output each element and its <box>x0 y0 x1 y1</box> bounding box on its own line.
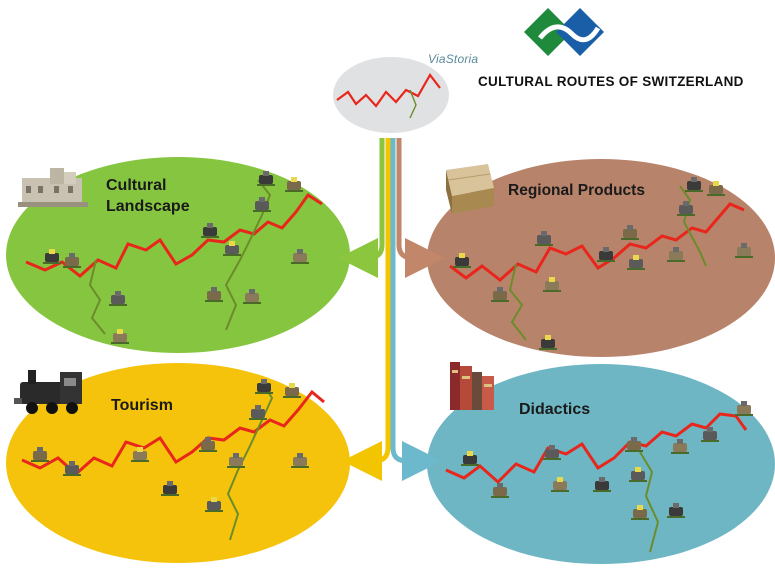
landmark-marker <box>621 225 639 240</box>
landmark-marker <box>199 437 217 452</box>
label-tourism: Tourism <box>111 397 173 414</box>
castle-icon <box>18 168 88 207</box>
landmark-marker <box>201 223 219 238</box>
landmark-marker <box>685 177 703 192</box>
landmark-marker <box>223 241 241 256</box>
landmark-marker <box>109 291 127 306</box>
books-icon <box>450 362 494 410</box>
landmark-marker <box>205 287 223 302</box>
brand-wordmark: ViaStoria <box>428 52 479 66</box>
landmark-marker <box>205 497 223 512</box>
historic-route-line <box>449 202 745 282</box>
landmark-marker <box>283 383 301 398</box>
landmark-marker <box>629 467 647 482</box>
landmark-marker <box>593 477 611 492</box>
connector-didactics <box>390 138 442 481</box>
cultural-landscape-route-map <box>25 179 323 335</box>
hub-route-map <box>333 57 449 133</box>
landmark-marker <box>253 197 271 212</box>
landmark-marker <box>491 287 509 302</box>
landmark-marker <box>535 231 553 246</box>
landmark-marker <box>243 289 261 304</box>
landmark-marker <box>285 177 303 192</box>
landmark-marker <box>735 401 753 416</box>
landmark-marker <box>63 253 81 268</box>
landmark-marker <box>227 453 245 468</box>
hub-branch-line <box>409 89 417 119</box>
landmark-marker <box>677 201 695 216</box>
branch-route-line <box>679 185 707 267</box>
landmark-marker <box>543 445 561 460</box>
connector-regional-products <box>396 138 445 278</box>
branch-route-line <box>224 179 272 331</box>
landmark-marker <box>453 253 471 268</box>
label-didactics: Didactics <box>519 401 591 418</box>
regional-products-route-map <box>449 185 745 341</box>
landmark-marker <box>31 447 49 462</box>
viastoria-logo-icon <box>524 8 604 56</box>
wooden-crate-icon <box>446 164 494 214</box>
landmark-marker <box>63 461 81 476</box>
connector-cultural-landscape <box>338 138 385 278</box>
label-regional-products: Regional Products <box>508 182 645 199</box>
landmark-marker <box>625 437 643 452</box>
landmark-marker <box>543 277 561 292</box>
landmark-marker <box>291 453 309 468</box>
landmark-markers <box>31 171 753 520</box>
landmark-marker <box>43 249 61 264</box>
hub-route-line <box>336 73 441 108</box>
landmark-marker <box>539 335 557 350</box>
landmark-marker <box>491 483 509 498</box>
landmark-marker <box>671 439 689 454</box>
brand-title: CULTURAL ROUTES OF SWITZERLAND <box>478 74 744 89</box>
landmark-marker <box>551 477 569 492</box>
steam-locomotive-icon <box>14 370 82 414</box>
landmark-marker <box>707 181 725 196</box>
connector-tourism <box>342 138 391 481</box>
landmark-marker <box>461 451 479 466</box>
branch-route-line <box>508 263 527 341</box>
landmark-marker <box>111 329 129 344</box>
landmark-marker <box>597 247 615 262</box>
branch-route-line <box>88 259 106 335</box>
historic-route-line <box>445 412 748 485</box>
didactics-route-map <box>445 412 748 553</box>
landmark-marker <box>257 171 275 186</box>
label-cultural-landscape: Cultural Landscape <box>106 177 190 215</box>
landmark-marker <box>131 447 149 462</box>
landmark-marker <box>667 503 685 518</box>
landmark-marker <box>255 379 273 394</box>
landmark-marker <box>161 481 179 496</box>
landmark-marker <box>735 243 753 258</box>
branch-route-line <box>226 381 274 541</box>
landmark-marker <box>631 505 649 520</box>
oval-didactics <box>427 364 775 564</box>
branch-route-line <box>639 451 660 553</box>
landmark-marker <box>627 255 645 270</box>
landmark-marker <box>249 405 267 420</box>
landmark-marker <box>291 249 309 264</box>
landmark-marker <box>701 427 719 442</box>
historic-route-line <box>25 192 323 278</box>
landmark-marker <box>667 247 685 262</box>
